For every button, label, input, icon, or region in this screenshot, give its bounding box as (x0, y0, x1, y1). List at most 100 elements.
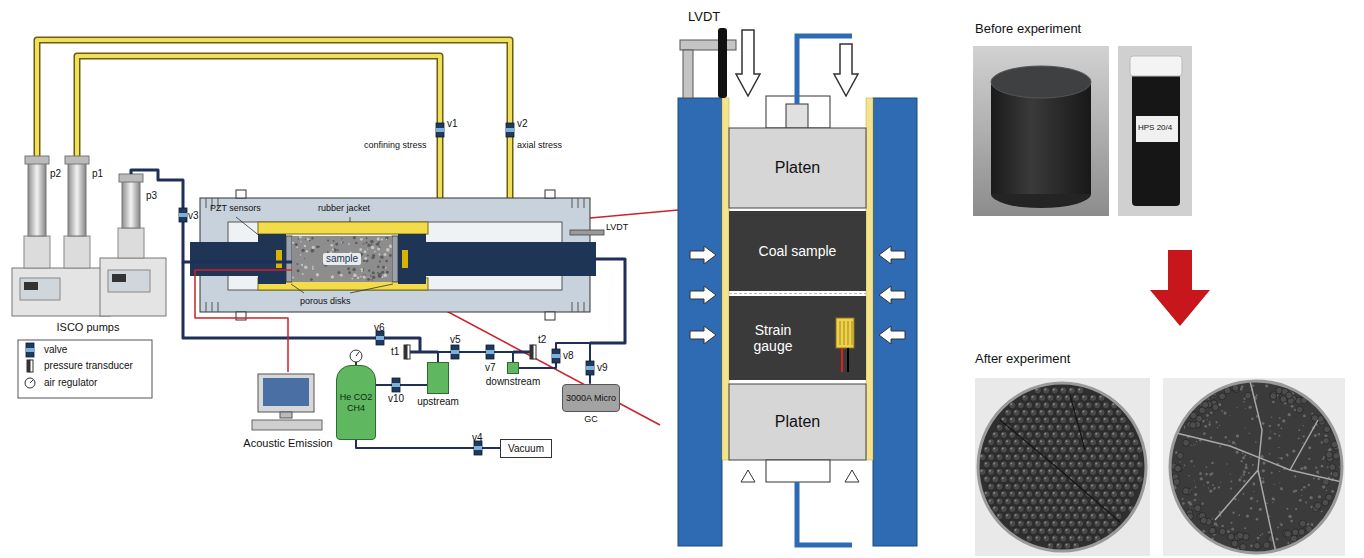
sample-photo (1194, 480, 1195, 481)
valve-label: v4 (472, 432, 483, 444)
sample-photo (1298, 529, 1305, 536)
sample-photo (1136, 116, 1178, 142)
triaxial-cell (367, 255, 369, 257)
sample-photo (1034, 416, 1041, 423)
sample-photo (1057, 470, 1059, 472)
node-heading: Acoustic Emission (241, 437, 334, 450)
sample-photo (1263, 478, 1265, 480)
loading-frame (729, 296, 866, 380)
sample-photo (1057, 529, 1059, 531)
sample-photo (1112, 433, 1114, 435)
leader-line (236, 217, 276, 249)
sample-photo (1102, 490, 1109, 497)
sample-photo (1000, 505, 1007, 512)
sample-photo (1117, 514, 1119, 516)
sample-photo (1017, 520, 1024, 527)
sample-photo (1129, 462, 1131, 464)
sample-photo (1202, 401, 1209, 408)
sample-photo (1246, 515, 1249, 518)
sample-photo (1038, 424, 1045, 431)
sample-photo (1026, 490, 1033, 497)
sample-photo (1043, 461, 1050, 468)
sample-photo (1015, 529, 1017, 531)
sample-photo (1282, 419, 1285, 422)
sample-photo (1117, 455, 1119, 457)
sample-photo (1006, 514, 1008, 516)
sample-photo (1038, 409, 1045, 416)
sample-photo (1138, 462, 1140, 464)
sample-photo (1091, 411, 1093, 413)
triaxial-cell (385, 267, 387, 269)
sample-photo (1021, 394, 1028, 401)
sample-photo (1214, 522, 1217, 525)
sample-photo (1023, 396, 1025, 398)
sample-photo (1078, 388, 1080, 390)
sample-photo (1250, 456, 1251, 457)
sample-photo (1038, 468, 1045, 475)
sample-photo (1066, 499, 1068, 501)
sample-photo (1043, 446, 1050, 453)
part-label: LVDT (688, 10, 720, 25)
sample-photo (1183, 488, 1190, 495)
sample-photo (1030, 527, 1037, 534)
sample-photo (1221, 410, 1223, 412)
sample-photo (1327, 466, 1329, 468)
triaxial-cell (304, 258, 305, 259)
sample-photo (1104, 418, 1106, 420)
sample-photo (1002, 418, 1004, 420)
sample-photo (1128, 431, 1135, 438)
sample-photo (1204, 425, 1207, 428)
isco-pump (12, 268, 110, 316)
triaxial-cell (316, 273, 319, 276)
sample-photo (1066, 485, 1068, 487)
sample-photo (1230, 487, 1232, 489)
triaxial-cell (377, 266, 379, 268)
sample-photo (1272, 502, 1273, 503)
loading-frame (683, 50, 693, 98)
sample-photo (1034, 535, 1041, 542)
sample-photo (1219, 393, 1226, 400)
sample-photo (1121, 448, 1123, 450)
triaxial-cell (367, 249, 368, 250)
sample-photo (1057, 514, 1059, 516)
sample-photo (1224, 412, 1227, 415)
sample-photo (1066, 425, 1068, 427)
sample-photo (1017, 505, 1024, 512)
sample-photo (1010, 462, 1012, 464)
sample-photo (1044, 418, 1046, 420)
sample-photo (1047, 439, 1054, 446)
pipe (131, 170, 168, 180)
sample-photo (989, 455, 991, 457)
sample-photo (1064, 527, 1071, 534)
triaxial-cell (311, 249, 315, 253)
part-label: LVDT (606, 222, 628, 232)
sample-photo (1317, 478, 1320, 481)
sample-photo (1292, 529, 1299, 536)
sample-photo (1278, 457, 1279, 458)
triaxial-cell (301, 249, 304, 252)
sample-photo (1021, 498, 1028, 505)
sample-photo (1095, 462, 1097, 464)
sample-photo (1272, 497, 1275, 500)
triaxial-cell (361, 270, 363, 272)
isco-pump (122, 178, 140, 228)
sample-photo (987, 468, 994, 475)
sample-photo (1237, 548, 1238, 549)
isco-pump (24, 282, 38, 290)
sample-photo (1019, 477, 1021, 479)
sample-photo (1138, 448, 1140, 450)
valve-label: v7 (485, 362, 496, 374)
sample-photo (1318, 433, 1320, 435)
sample-photo (1006, 470, 1008, 472)
sample-photo (1089, 527, 1096, 534)
node-heading: ISCO pumps (55, 321, 122, 334)
isco-pump (20, 278, 60, 300)
triaxial-cell (398, 242, 596, 276)
triaxial-cell (337, 271, 340, 274)
sample-photo (1323, 437, 1330, 444)
sample-photo (1019, 403, 1021, 405)
sample-photo (1030, 468, 1037, 475)
sample-photo (1256, 394, 1258, 396)
sample-photo (1049, 529, 1051, 531)
sample-photo (1040, 425, 1042, 427)
